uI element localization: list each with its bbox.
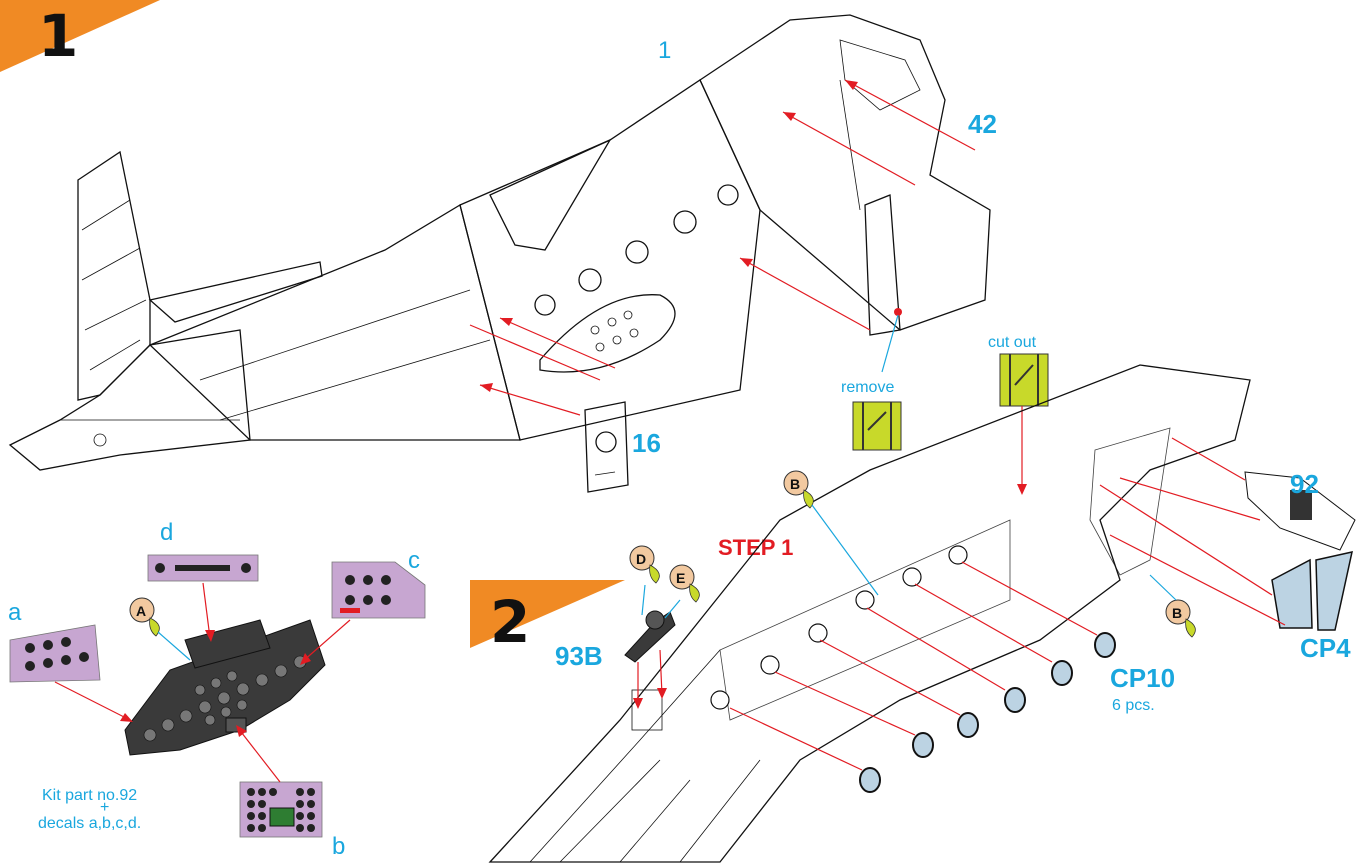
label-part-42: 42 [968,109,997,139]
label-cp10: CP10 [1110,663,1175,693]
step-1-badge: 1 [0,0,160,72]
label-part-92: 92 [1290,469,1319,499]
kit-note-line2: decals a,b,c,d. [38,815,141,832]
label-part-93b: 93B [555,641,603,671]
remove-cut-icon [852,401,902,451]
step-label: STEP 1 [718,535,793,560]
part-92-panel [1244,471,1356,551]
callout-A: A [129,597,160,637]
decal-a-panel [9,624,101,683]
fuselage-drawing [8,14,991,493]
callout-D-letter: D [636,551,646,567]
cp4-windows [1271,551,1353,631]
decal-d-panel [147,554,259,582]
step-1-number: 1 [38,2,78,70]
fuselage-interior-drawing [488,364,1251,863]
callout-B-right-letter: B [1172,605,1182,621]
cp10-arrows [729,561,1098,771]
label-cp10-qty: 6 pcs. [1112,697,1155,714]
label-decal-b: b [332,833,345,860]
step-2-number: 2 [490,588,530,656]
kit-note-plus: + [100,799,109,816]
cut-out-icon [999,353,1049,407]
label-part-1: 1 [658,37,671,64]
callout-D: D [629,545,660,584]
callout-B-top: B [783,470,814,509]
label-remove: remove [841,379,894,396]
instrument-panel-assembly [124,619,326,756]
callout-E: E [669,564,700,603]
label-cut-out: cut out [988,334,1037,351]
cp10-lenses [859,632,1116,793]
callout-B-right: B [1165,599,1196,638]
step-2-badge: 2 [470,580,625,656]
label-decal-c: c [408,547,420,574]
callout-B-top-letter: B [790,476,800,492]
label-decal-d: d [160,519,173,546]
label-cp4: CP4 [1300,633,1351,663]
decal-c-panel [331,561,426,619]
label-part-16: 16 [632,428,661,458]
callout-E-letter: E [676,570,685,586]
kit-note-line1: Kit part no.92 [42,787,137,804]
callout-A-letter: A [136,603,146,619]
label-decal-a: a [8,599,22,626]
decal-b-panel [239,781,323,838]
